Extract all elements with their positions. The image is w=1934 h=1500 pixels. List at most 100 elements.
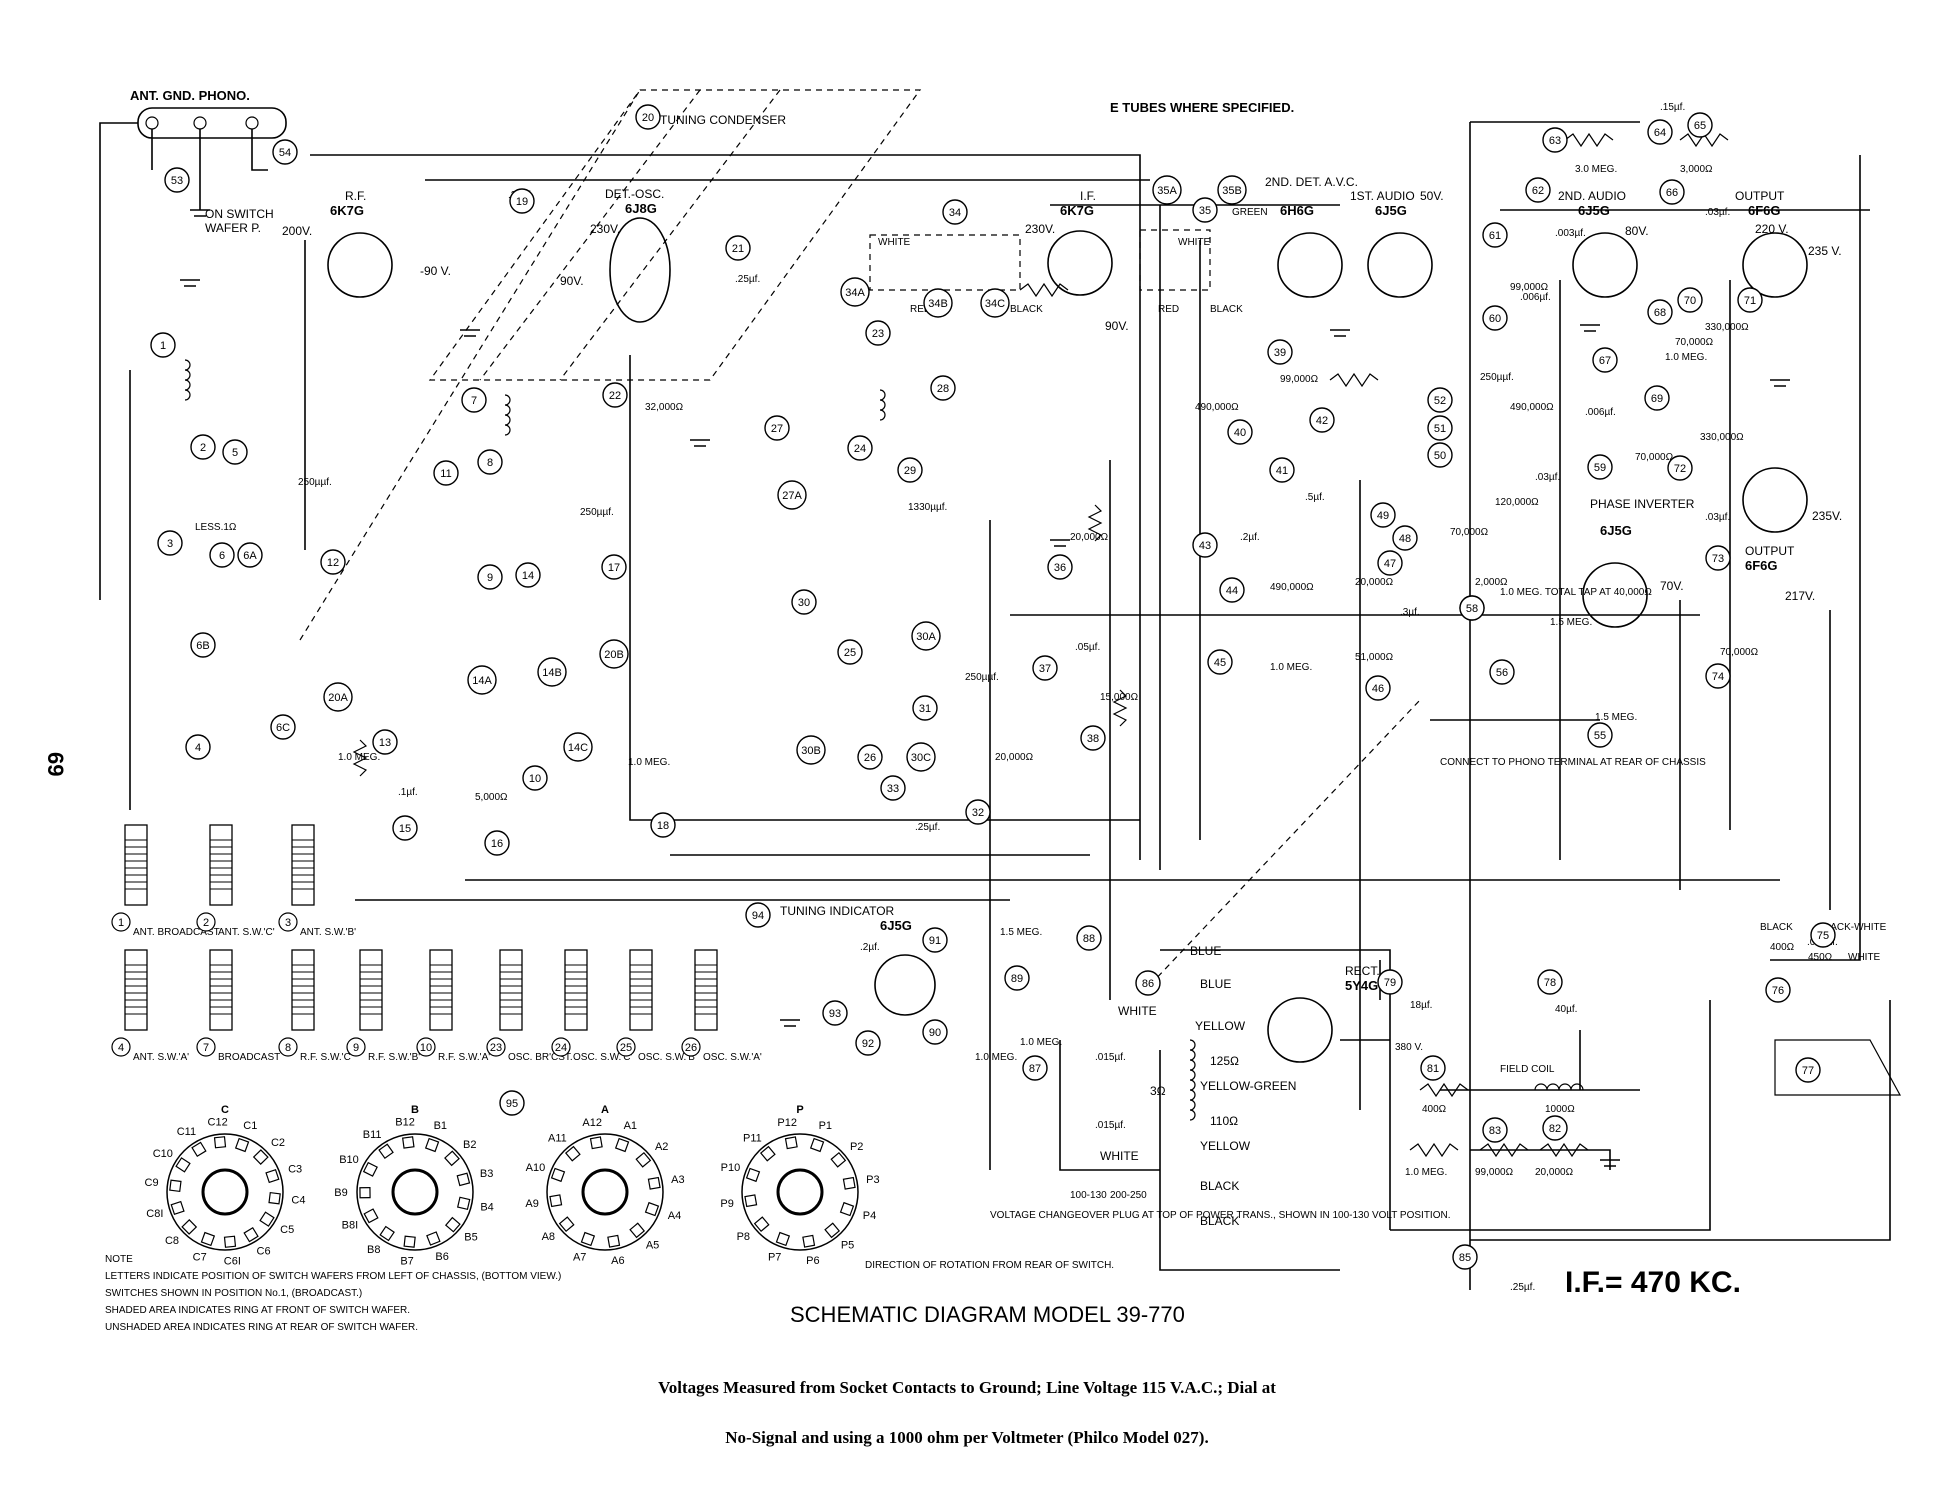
value-c73: .03µf. xyxy=(1705,512,1730,523)
component-ref-circle xyxy=(855,1030,881,1056)
wafer-contact xyxy=(234,1137,250,1153)
component-ref-number: 10 xyxy=(529,773,541,785)
component-ref: 6A xyxy=(237,542,263,568)
tube-type: 6H6G xyxy=(1280,203,1314,218)
tube-function: DET.-OSC. xyxy=(605,187,664,201)
wafer-contact xyxy=(169,1179,182,1193)
wafer-contact-label: C12 xyxy=(208,1116,228,1128)
component-ref-circle xyxy=(1482,222,1508,248)
coil-form xyxy=(694,949,718,1031)
wire-white: WHITE xyxy=(1118,1004,1157,1018)
component-ref-number: 6A xyxy=(243,550,257,562)
component-ref-circle xyxy=(157,530,183,556)
coil-form xyxy=(359,949,383,1031)
component-ref: 19 xyxy=(509,188,535,214)
value-r45: 1.0 MEG. xyxy=(1270,662,1312,673)
component-ref-circle xyxy=(764,415,790,441)
component-ref-number: 20B xyxy=(604,649,624,661)
wafer-contact xyxy=(444,1216,461,1233)
component-ref-number: 6B xyxy=(196,640,209,652)
component-ref-number: 13 xyxy=(379,737,391,749)
component-ref-circle xyxy=(522,765,548,791)
component-ref-number: 34C xyxy=(985,298,1005,310)
component-ref-circle xyxy=(1076,925,1102,951)
wafer-contact xyxy=(191,1141,207,1158)
component-ref-number: 11 xyxy=(440,468,451,480)
component-ref-number: 14B xyxy=(542,667,562,679)
component-ref-circle xyxy=(1192,532,1218,558)
component-ref-number: 35 xyxy=(1199,205,1211,217)
value-r55: 1.5 MEG. xyxy=(1595,712,1637,723)
wafer-contact xyxy=(629,1222,646,1239)
component-ref-number: 61 xyxy=(1489,230,1501,242)
coil-form xyxy=(209,824,233,906)
component-ref: 34 xyxy=(942,199,968,225)
value-c37: .05µf. xyxy=(1075,642,1100,653)
wafer-contact xyxy=(580,1231,596,1247)
note-line: LETTERS INDICATE POSITION OF SWITCH WAFE… xyxy=(105,1271,561,1282)
component-ref: 83 xyxy=(1482,1117,1508,1143)
component-ref: 26 xyxy=(857,744,883,770)
component-ref-circle xyxy=(857,744,883,770)
component-ref: 56 xyxy=(1489,659,1515,685)
component-ref-number: 93 xyxy=(829,1008,841,1020)
component-ref: 27A xyxy=(777,480,807,510)
component-ref-number: 75 xyxy=(1817,930,1829,942)
component-ref: 7 xyxy=(461,387,487,413)
component-ref: 77 xyxy=(1795,1057,1821,1083)
value-c92: .2µf. xyxy=(860,942,880,953)
component-ref: 89 xyxy=(1004,965,1030,991)
component-ref: 4 xyxy=(185,734,211,760)
component-ref: 59 xyxy=(1587,454,1613,480)
tube-voltage: 235 V. xyxy=(1808,244,1842,258)
component-ref-number: 90 xyxy=(929,1027,941,1039)
tube-function: 2ND. DET. A.V.C. xyxy=(1265,175,1358,189)
wafer-contact-label: B3 xyxy=(480,1168,493,1180)
value-r61: 99,000Ω xyxy=(1510,282,1549,293)
wafer-contact-label: B6 xyxy=(435,1251,448,1263)
wafer-contact-label: C7 xyxy=(193,1252,207,1264)
component-ref: 8 xyxy=(477,449,503,475)
wire-white-label: WHITE xyxy=(1848,952,1881,963)
wafer-contact xyxy=(200,1231,216,1247)
wafer-ring xyxy=(166,1133,284,1251)
component-ref-circle xyxy=(1047,554,1073,580)
coil-ref-number: 3 xyxy=(285,917,291,929)
component-ref: 3 xyxy=(157,530,183,556)
voltage-plug-note: VOLTAGE CHANGEOVER PLUG AT TOP OF POWER … xyxy=(990,1210,1450,1221)
wafer-letter: C xyxy=(221,1104,229,1116)
tube-function: R.F. xyxy=(345,189,366,203)
component-ref-circle xyxy=(1647,119,1673,145)
wafer-p-label: WAFER P. xyxy=(205,221,261,235)
wafer-contact xyxy=(614,1137,630,1153)
component-ref-circle xyxy=(461,387,487,413)
plug-mark: 100-130 xyxy=(1070,1190,1107,1201)
component-ref: 13 xyxy=(372,729,398,755)
component-ref: 76 xyxy=(1765,977,1791,1003)
component-ref: 17 xyxy=(601,554,627,580)
component-ref: 9 xyxy=(477,564,503,590)
wafer-contact-label: A9 xyxy=(525,1198,538,1210)
coil-ref-circle xyxy=(196,1037,216,1057)
tube-voltage: 90V. xyxy=(1105,319,1129,333)
component-ref-circle xyxy=(1765,977,1791,1003)
component-ref-circle xyxy=(320,549,346,575)
component-ref-number: 91 xyxy=(929,935,941,947)
coil-form xyxy=(291,949,315,1031)
component-ref-number: 20A xyxy=(328,692,348,704)
component-ref-circle xyxy=(922,927,948,953)
component-ref: 34C xyxy=(980,288,1010,318)
value-c21: .25µf. xyxy=(735,274,760,285)
wafer-contact-label: B8 xyxy=(367,1244,380,1256)
component-ref-number: 81 xyxy=(1427,1063,1439,1075)
value-c62: .003µf. xyxy=(1555,228,1586,239)
wire-white-label: WHITE xyxy=(878,237,911,248)
value-r68: 1.0 MEG. xyxy=(1665,352,1707,363)
component-ref: 42 xyxy=(1309,407,1335,433)
component-ref: 75 xyxy=(1810,922,1836,948)
component-ref-number: 66 xyxy=(1666,187,1678,199)
component-ref-number: 40 xyxy=(1234,427,1246,439)
component-ref: 61 xyxy=(1482,222,1508,248)
component-ref-number: 71 xyxy=(1744,295,1756,307)
